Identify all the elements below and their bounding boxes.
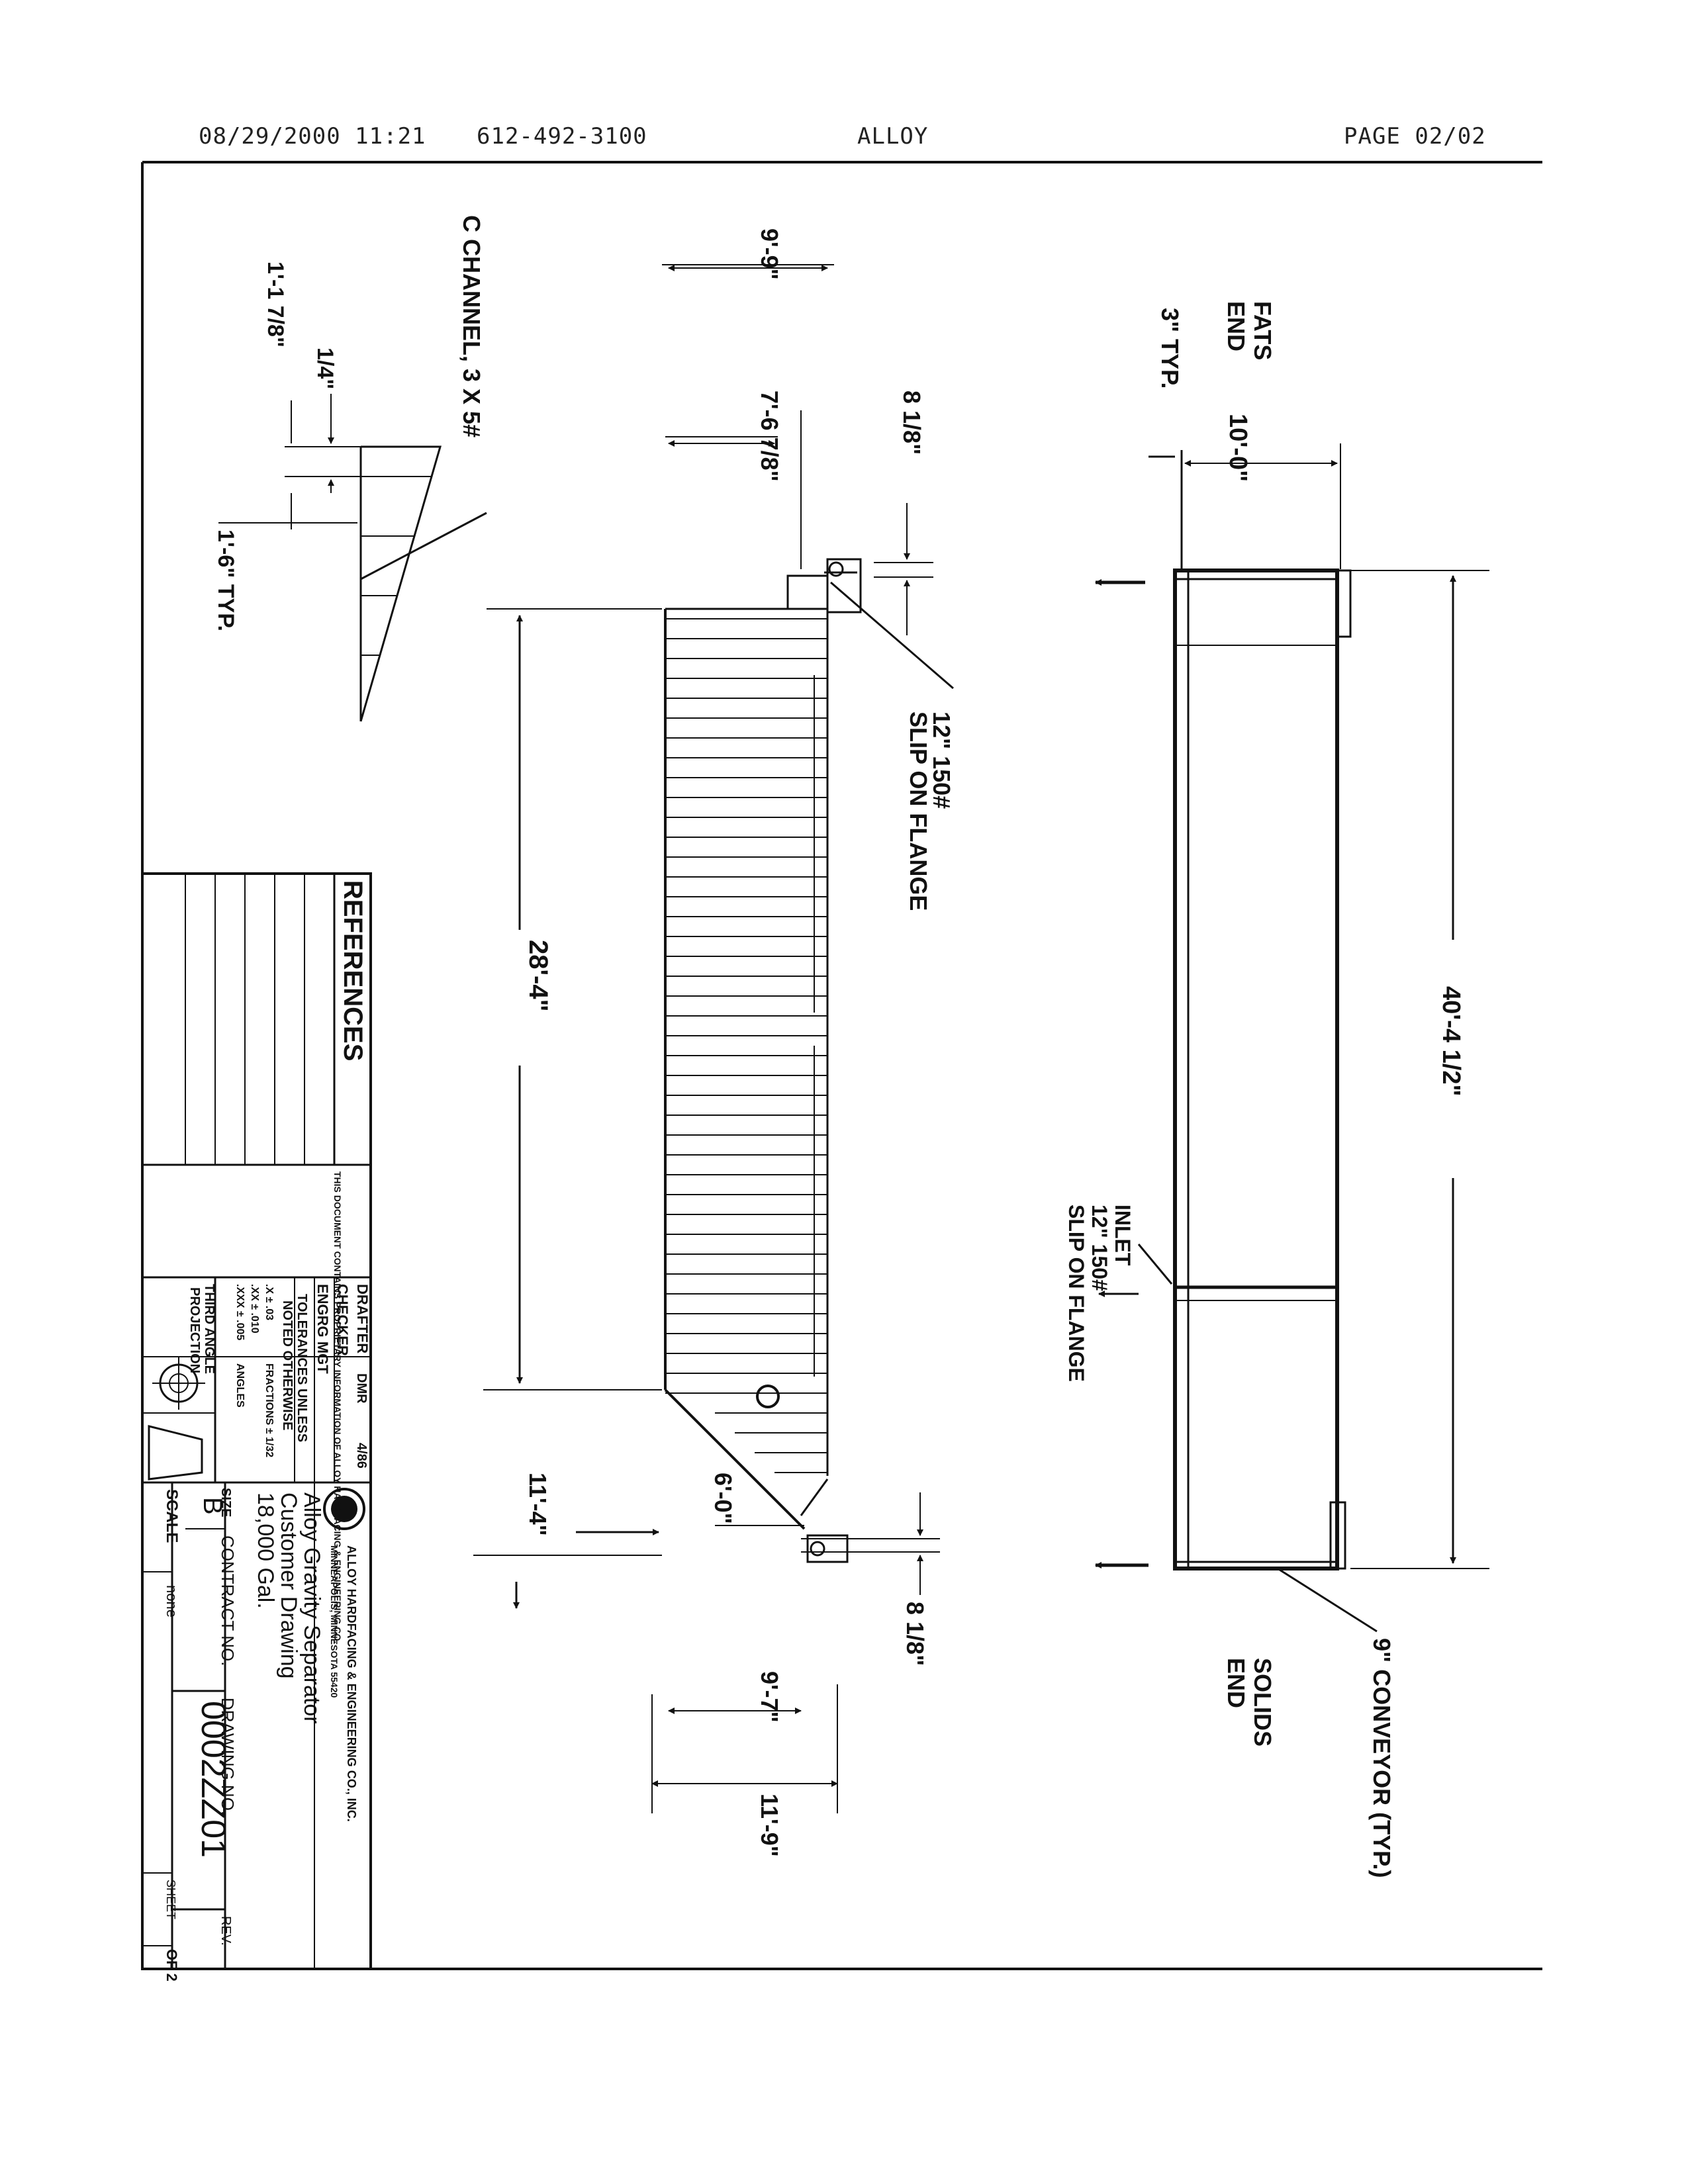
side-view-labels: 9'-9" 7'-6 7/8" 8 1/8" 12" 150# SLIP ON … — [524, 228, 955, 1857]
c-channel-label: C CHANNEL, 3 X 5# — [458, 215, 485, 437]
inlet-label-2: 12" 150# — [1088, 1205, 1111, 1291]
conveyor-label: 9" CONVEYOR (TYP.) — [1368, 1638, 1395, 1878]
dim-11-9-label: 11'-9" — [756, 1794, 783, 1857]
tolerances-label-1: TOLERANCES UNLESS — [295, 1294, 309, 1442]
tank-outline — [1173, 569, 1339, 1570]
top-view-labels: FATS END 3" TYP. 10'-0" 40'-4 1/2" INLET… — [1064, 301, 1465, 1878]
tol-x: .X ± .03 — [263, 1284, 275, 1320]
sheet-value: OF 2 — [164, 1949, 180, 1981]
size-value: B — [198, 1497, 227, 1515]
projection-symbol — [148, 1357, 205, 1480]
date-value: 4/86 — [354, 1443, 369, 1469]
title-block-frame — [141, 872, 372, 1970]
c-channel-labels: C CHANNEL, 3 X 5# 1/4" 1'-1 7/8" 1'-6" T… — [213, 215, 485, 631]
flange-label-1: 12" 150# — [928, 711, 955, 809]
inlet-label-1: INLET — [1111, 1205, 1135, 1266]
dim-6-0-label: 6'-0" — [710, 1473, 737, 1524]
dim-10ft-label: 10'-0" — [1224, 414, 1252, 482]
references-heading: REFERENCES — [338, 880, 367, 1061]
dim-28-4-label: 28'-4" — [524, 940, 553, 1012]
contract-label: CONTRACT NO. — [218, 1535, 238, 1666]
company-name: ALLOY HARDFACING & ENGINEERING CO., INC. — [345, 1545, 358, 1822]
c-channel-detail — [218, 394, 487, 722]
fax-page-number: PAGE 02/02 — [1344, 123, 1486, 150]
dim-1-4-label: 1/4" — [312, 347, 338, 389]
rev-label: REV. — [218, 1916, 233, 1946]
dim-7-6-label: 7'-6 7/8" — [756, 390, 783, 482]
fax-datetime: 08/29/2000 11:21 — [199, 123, 426, 150]
scale-label: SCALE — [163, 1489, 181, 1543]
dim-overall-label: 40'-4 1/2" — [1437, 986, 1465, 1097]
projection-label-2: PROJECTION — [187, 1287, 202, 1373]
title-block-text: REFERENCES THIS DOCUMENT CONTAINS PROPRI… — [163, 880, 371, 1981]
drawing-title-2: Customer Drawing — [276, 1492, 301, 1679]
tol-xx: .XX ± .010 — [249, 1284, 260, 1334]
title-block — [141, 872, 372, 1970]
fats-end-label-2: END — [1223, 301, 1250, 351]
drafter-value: DMR — [354, 1373, 369, 1404]
solids-end-label-1: SOLIDS — [1249, 1658, 1276, 1747]
side-view-ribs — [665, 618, 827, 1473]
fats-end-label-1: FATS — [1249, 301, 1276, 360]
dim-1-1-7-8-label: 1'-1 7/8" — [263, 261, 288, 347]
inlet-label-3: SLIP ON FLANGE — [1064, 1205, 1088, 1382]
engrg-label: ENGRG MGT — [314, 1284, 331, 1374]
tol-xxx: .XXX ± .005 — [234, 1284, 246, 1340]
flange-label-2: SLIP ON FLANGE — [905, 711, 932, 911]
company-address: MINNEAPOLIS, MINNESOTA 55420 — [329, 1545, 340, 1698]
side-view — [473, 264, 954, 1813]
dim-9-9-label: 9'-9" — [756, 228, 783, 280]
drawing-title-3: 18,000 Gal. — [253, 1492, 278, 1609]
top-view — [1095, 443, 1489, 1633]
sheet-label: SHEET — [164, 1880, 177, 1919]
typ-3in-label: 3" TYP. — [1156, 308, 1184, 388]
fax-phone: 612-492-3100 — [477, 123, 647, 150]
solids-end-label-2: END — [1223, 1658, 1250, 1708]
projection-label-1: THIRD ANGLE — [202, 1284, 216, 1374]
size-label: SIZE — [218, 1488, 233, 1517]
dim-11-4-label: 11'-4" — [524, 1473, 551, 1536]
drawing-title-1: Alloy Gravity Separator — [299, 1492, 324, 1724]
fax-header: 08/29/2000 11:21 612-492-3100 ALLOY PAGE… — [0, 118, 1688, 158]
fractions: FRACTIONS ± 1/32 — [263, 1363, 275, 1457]
proprietary-notice: THIS DOCUMENT CONTAINS PROPRIETARY INFOR… — [332, 1171, 343, 1643]
drawing-number: 0002ZZ01 — [194, 1701, 232, 1858]
dim-9-7-label: 9'-7" — [756, 1671, 783, 1723]
dim-8-1-8-bottom-label: 8 1/8" — [902, 1602, 929, 1666]
dim-1-6-typ-label: 1'-6" TYP. — [213, 529, 238, 631]
drafter-label: DRAFTER — [354, 1284, 371, 1353]
company-logo — [323, 1488, 365, 1530]
dim-8-1-8-top-label: 8 1/8" — [898, 390, 925, 455]
drawing-no-label: DRAWING NO. — [218, 1698, 238, 1815]
angles: ANGLES — [234, 1363, 246, 1408]
checker-label: CHECKER — [334, 1284, 351, 1356]
scale-value: none — [164, 1585, 180, 1617]
tolerances-label-2: NOTED OTHERWISE — [280, 1300, 295, 1430]
fax-sender: ALLOY — [857, 123, 929, 150]
